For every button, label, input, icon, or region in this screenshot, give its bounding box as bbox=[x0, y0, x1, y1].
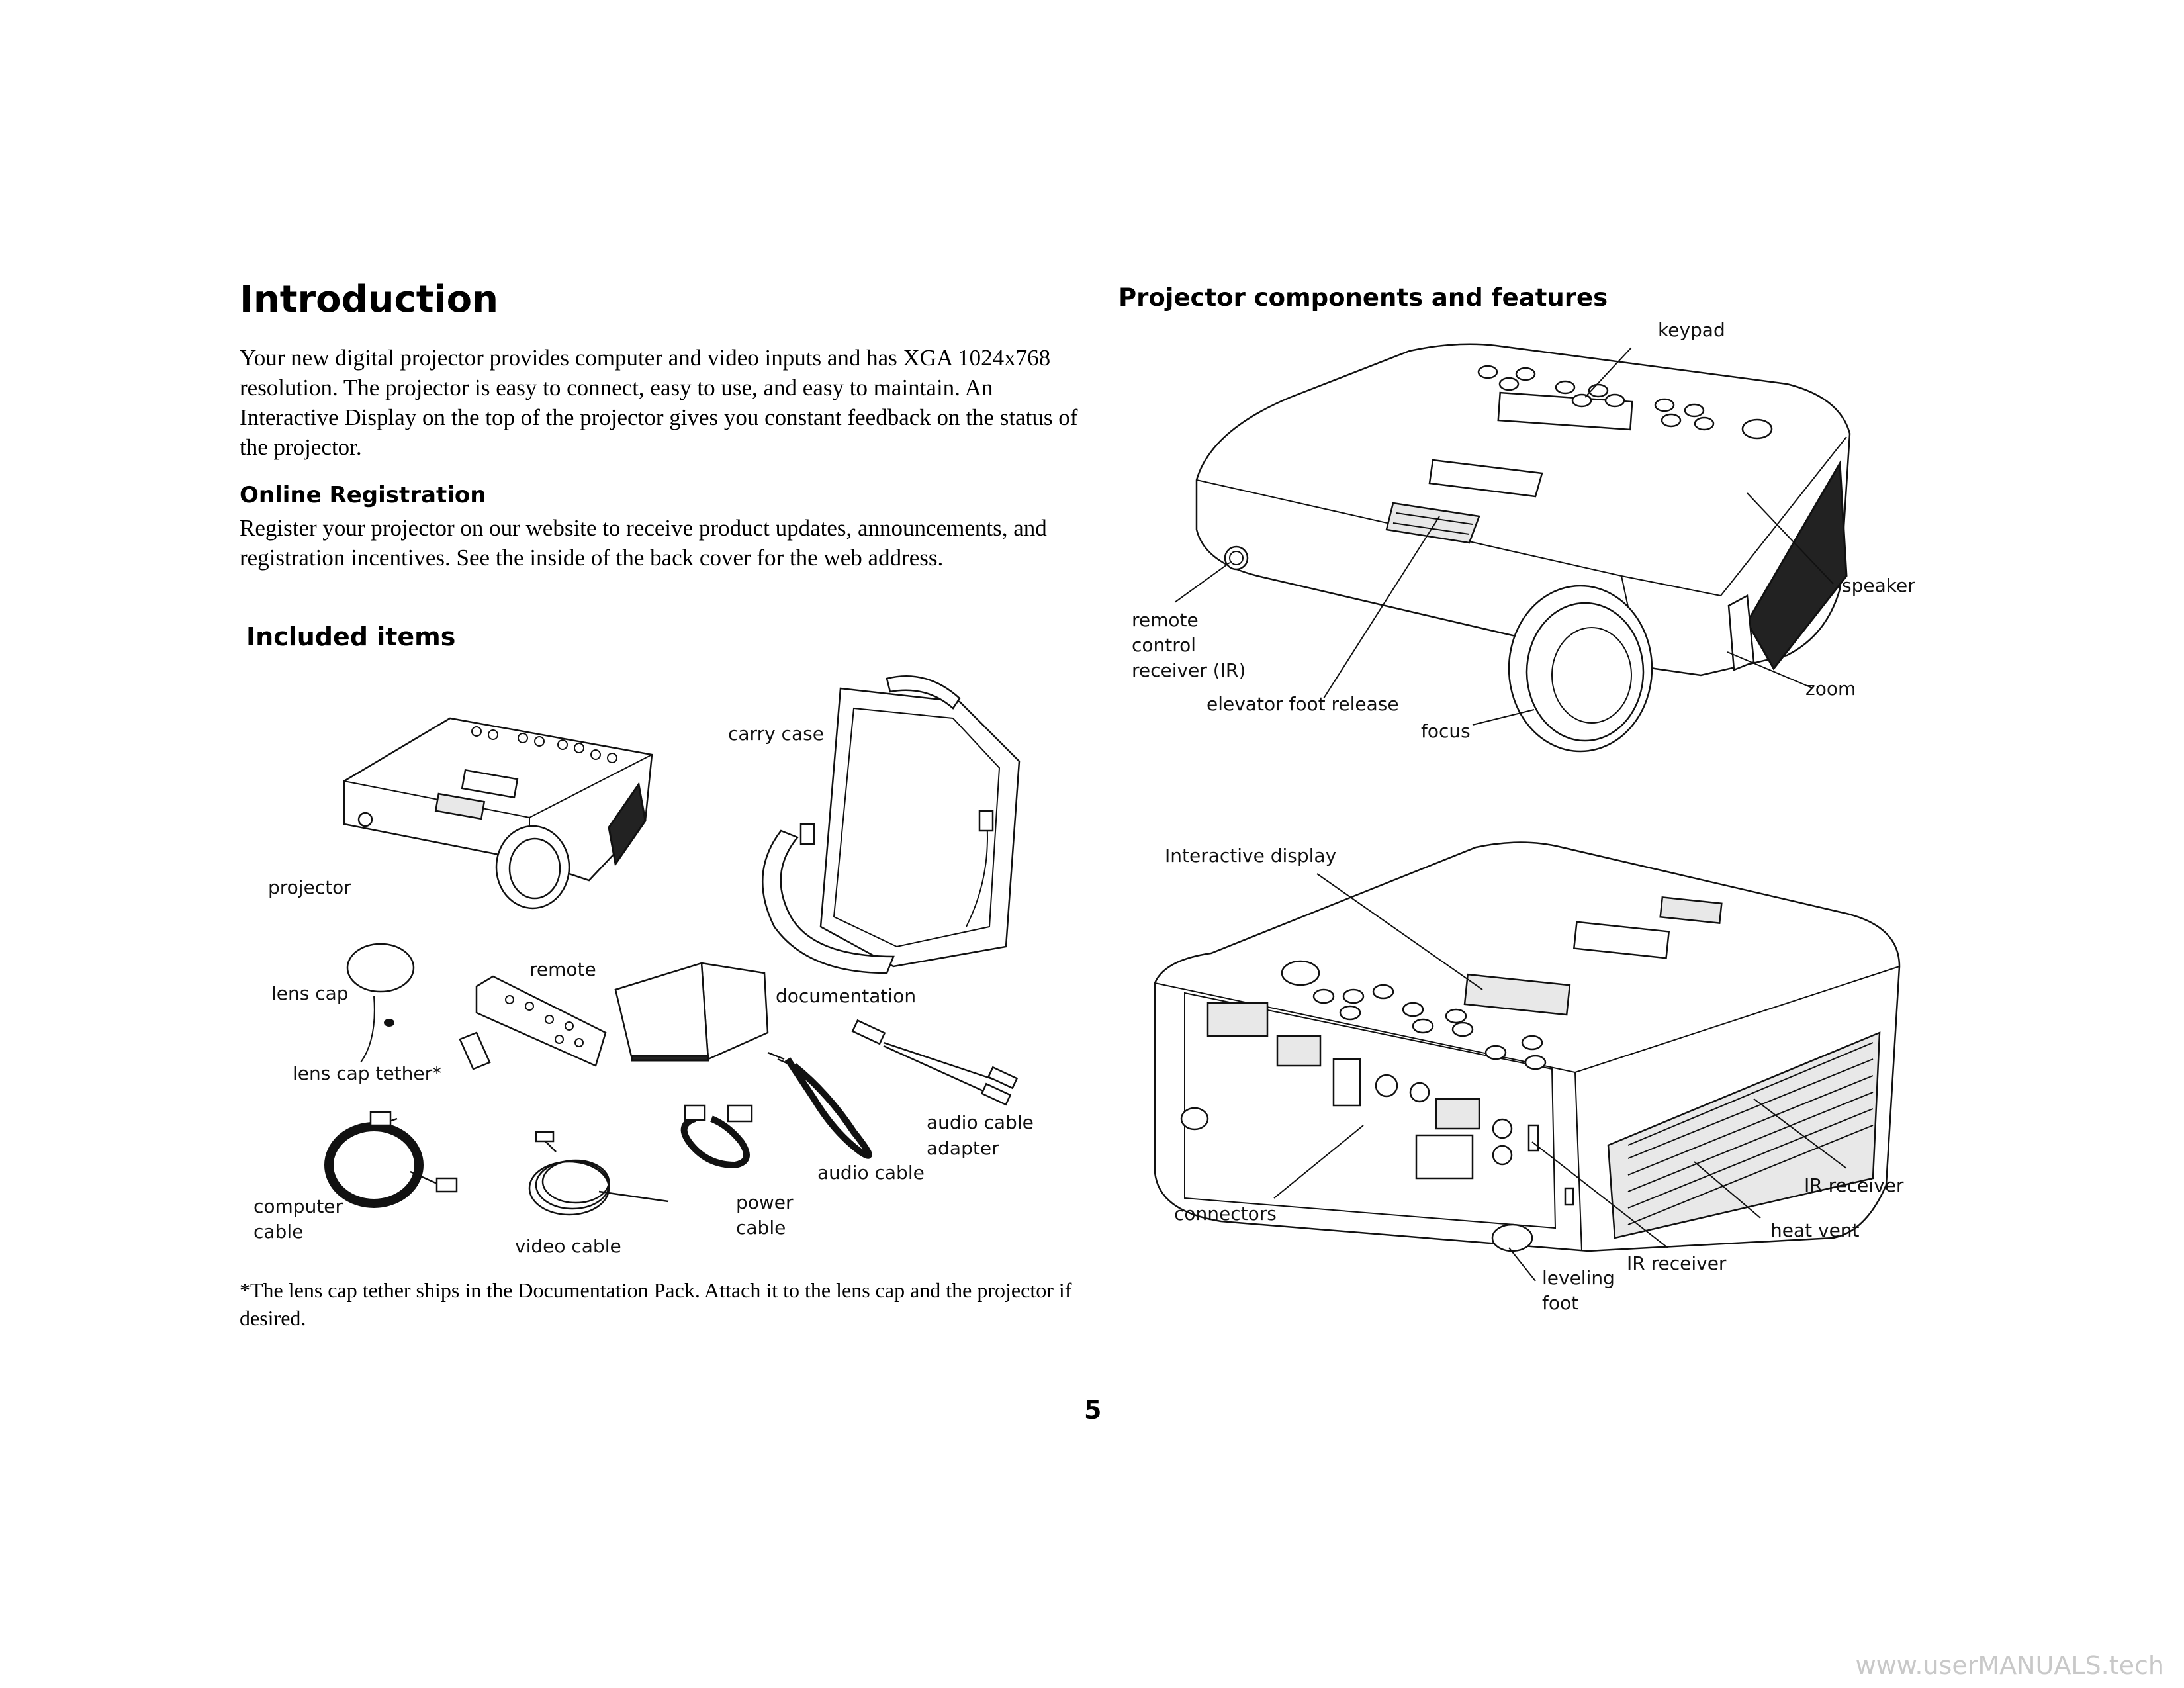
intro-paragraph: Your new digital projector provides comp… bbox=[240, 345, 1078, 460]
label-heat-vent: heat vent bbox=[1770, 1219, 1860, 1241]
label-computer-cable-2: cable bbox=[253, 1221, 304, 1243]
label-carry-case: carry case bbox=[728, 723, 824, 745]
label-remote-receiver-3: receiver (IR) bbox=[1132, 659, 1246, 681]
page-title: Introduction bbox=[240, 278, 499, 321]
computer-cable-illustration bbox=[324, 1111, 458, 1208]
label-audio-cable: audio cable bbox=[817, 1162, 925, 1184]
label-video-cable: video cable bbox=[515, 1235, 621, 1257]
leader-lines bbox=[1174, 347, 1847, 1282]
label-documentation: documentation bbox=[776, 985, 917, 1007]
documentation-illustration bbox=[614, 962, 769, 1062]
label-ir-receiver-bottom: IR receiver bbox=[1627, 1252, 1727, 1274]
video-cable-illustration bbox=[528, 1131, 669, 1216]
included-items-heading: Included items bbox=[246, 622, 456, 651]
label-speaker: speaker bbox=[1842, 575, 1915, 596]
watermark: www.userMANUALS.tech bbox=[1855, 1651, 2164, 1680]
label-remote-receiver-1: remote bbox=[1132, 609, 1199, 631]
page-number: 5 bbox=[1084, 1395, 1102, 1425]
remote-illustration bbox=[459, 975, 607, 1070]
label-interactive-display: Interactive display bbox=[1165, 845, 1337, 867]
registration-text: Register your projector on our website t… bbox=[240, 515, 1047, 571]
label-projector: projector bbox=[268, 876, 351, 898]
label-audio-cable-adapter-1: audio cable bbox=[927, 1111, 1034, 1133]
label-lens-cap: lens cap bbox=[271, 982, 349, 1004]
label-computer-cable-1: computer bbox=[253, 1196, 343, 1217]
audio-cable-adapter-illustration bbox=[851, 1019, 1019, 1106]
label-remote: remote bbox=[529, 959, 596, 980]
front-projector-illustration bbox=[1195, 343, 1851, 753]
registration-heading: Online Registration bbox=[240, 482, 486, 508]
label-focus: focus bbox=[1421, 720, 1471, 742]
footnote: *The lens cap tether ships in the Docume… bbox=[240, 1278, 1072, 1330]
power-cable-illustration bbox=[680, 1104, 753, 1169]
label-leveling-foot-2: foot bbox=[1542, 1292, 1579, 1314]
rear-projector-illustration bbox=[1154, 841, 1901, 1252]
label-lens-cap-tether: lens cap tether* bbox=[293, 1062, 442, 1084]
label-leveling-foot-1: leveling bbox=[1542, 1267, 1615, 1289]
label-zoom: zoom bbox=[1805, 678, 1856, 700]
carry-case-illustration bbox=[761, 675, 1021, 974]
audio-cable-illustration bbox=[767, 1051, 872, 1159]
projector-illustration bbox=[343, 717, 653, 910]
label-connectors: connectors bbox=[1174, 1203, 1277, 1225]
label-keypad: keypad bbox=[1658, 319, 1725, 341]
label-power-cable-1: power bbox=[736, 1192, 794, 1213]
label-audio-cable-adapter-2: adapter bbox=[927, 1137, 999, 1159]
label-elevator-foot-release: elevator foot release bbox=[1206, 693, 1399, 715]
components-heading: Projector components and features bbox=[1118, 283, 1608, 312]
label-power-cable-2: cable bbox=[736, 1217, 786, 1239]
lens-cap-illustration bbox=[346, 943, 415, 1063]
label-remote-receiver-2: control bbox=[1132, 634, 1197, 656]
label-ir-receiver-right: IR receiver bbox=[1804, 1174, 1904, 1196]
